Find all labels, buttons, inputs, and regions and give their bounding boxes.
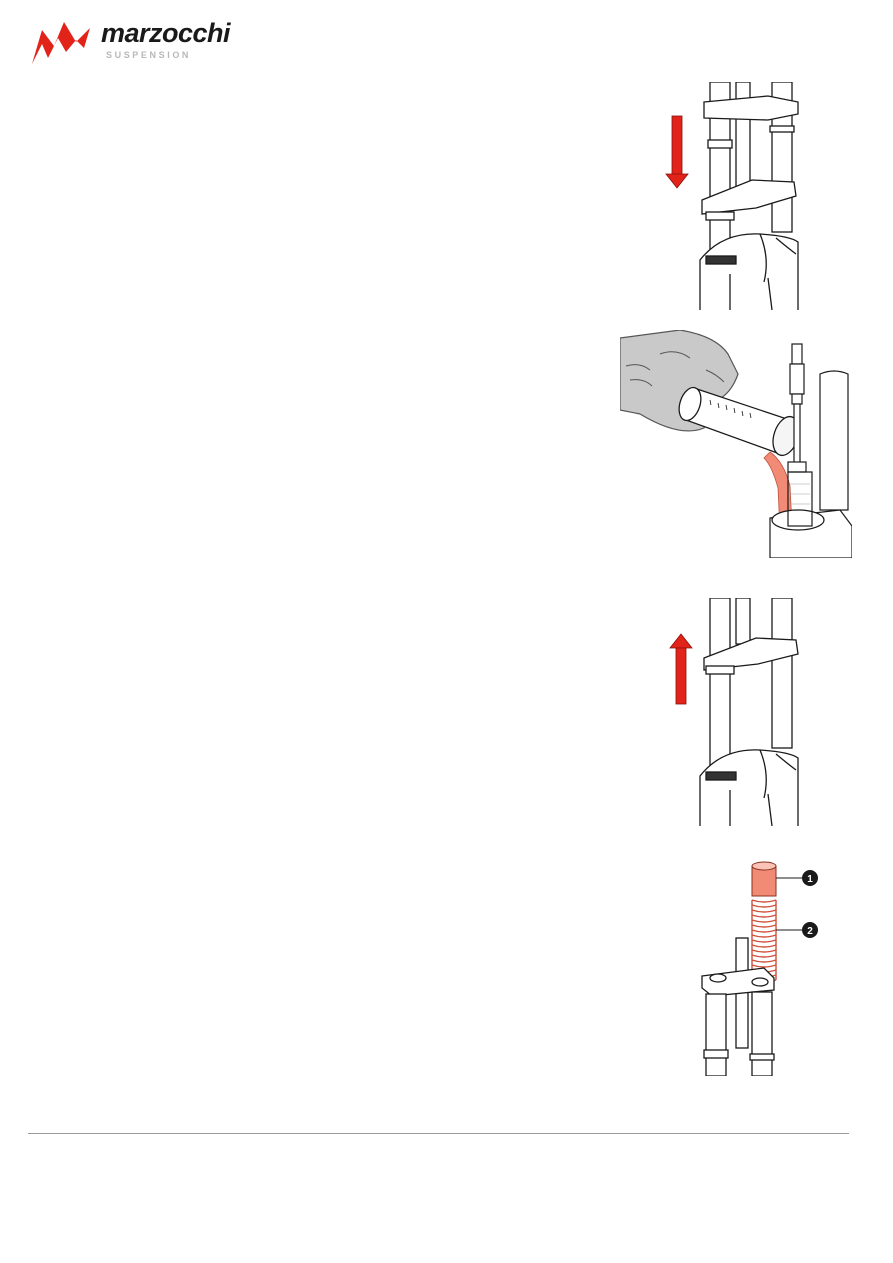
callout-2-label: 2 bbox=[807, 926, 813, 937]
brand-name: marzocchi bbox=[101, 18, 231, 48]
figure-fork-extend bbox=[664, 598, 810, 826]
callout-1 bbox=[802, 870, 818, 886]
brand-logo: marzocchi SUSPENSION bbox=[28, 18, 231, 70]
figure-pour-oil bbox=[620, 330, 852, 558]
marzocchi-m-icon bbox=[32, 22, 90, 64]
spacer-icon bbox=[751, 861, 777, 897]
figure-fork-compress bbox=[660, 82, 810, 310]
figure-spacer-spring: 1 2 bbox=[694, 854, 828, 1076]
arrow-up-icon bbox=[669, 633, 693, 705]
arrow-down-icon bbox=[665, 115, 689, 189]
callout-2 bbox=[802, 922, 818, 938]
spring-icon bbox=[751, 899, 777, 983]
footer-divider bbox=[28, 1133, 849, 1134]
callout-1-label: 1 bbox=[807, 874, 813, 885]
brand-tagline: SUSPENSION bbox=[106, 50, 192, 60]
measuring-cylinder-icon bbox=[678, 386, 800, 457]
